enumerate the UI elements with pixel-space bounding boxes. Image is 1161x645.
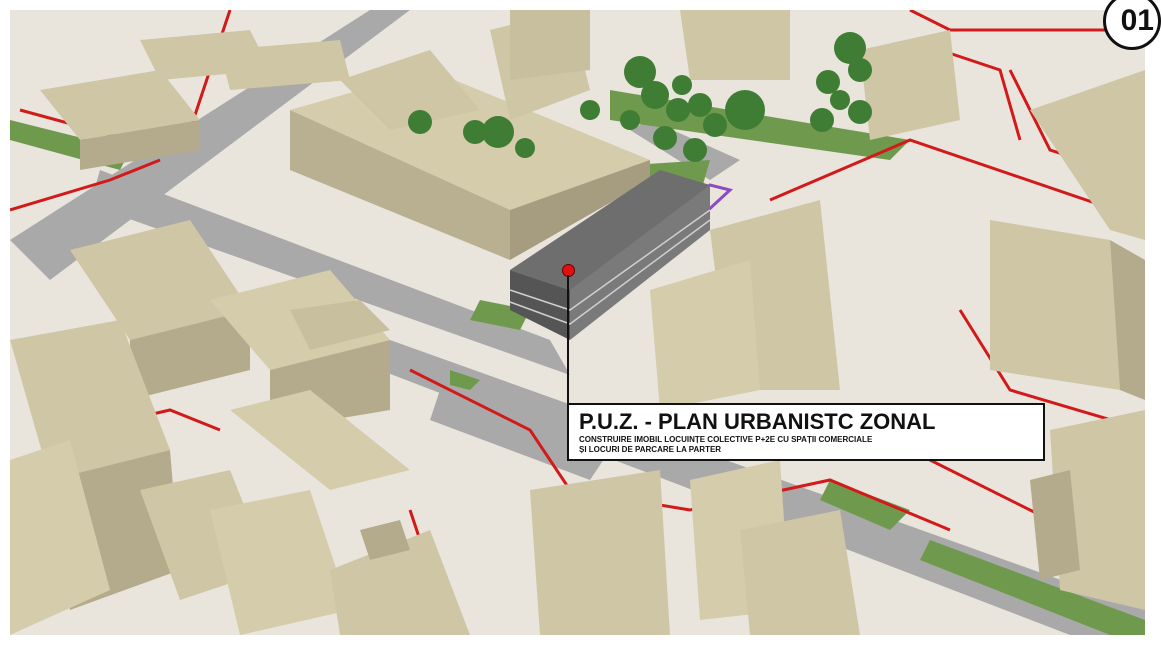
urban-3d-render bbox=[10, 10, 1145, 635]
sheet-number-text: 01 bbox=[1120, 4, 1154, 37]
title-block: P.U.Z. - PLAN URBANISTC ZONAL CONSTRUIRE… bbox=[567, 403, 1045, 461]
proposed-building bbox=[509, 170, 734, 340]
buildings bbox=[10, 10, 1145, 635]
site-marker-leader bbox=[567, 275, 569, 405]
title-main: P.U.Z. - PLAN URBANISTC ZONAL bbox=[579, 409, 936, 434]
title-subtitle-line2: ȘI LOCURI DE PARCARE LA PARTER bbox=[579, 445, 722, 454]
trees bbox=[408, 32, 872, 162]
render-illustration bbox=[10, 10, 1145, 635]
sheet-number-badge: 01 bbox=[1103, 0, 1161, 50]
title-subtitle-line1: CONSTRUIRE IMOBIL LOCUINȚE COLECTIVE P+2… bbox=[579, 435, 873, 444]
site-marker-dot bbox=[563, 265, 574, 276]
